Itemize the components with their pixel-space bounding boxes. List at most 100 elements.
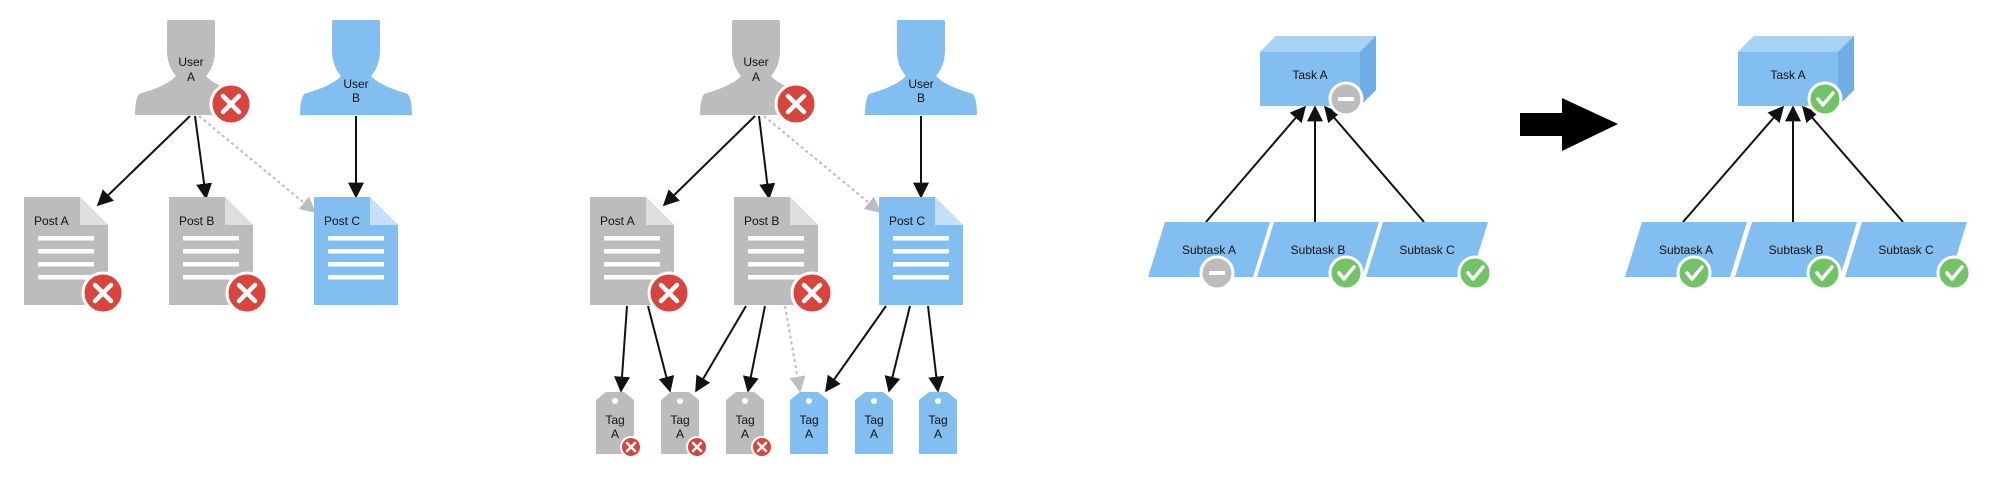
post-c-node: Post C bbox=[314, 197, 398, 305]
check-badge-subtask-b bbox=[1806, 255, 1842, 291]
tag-icon bbox=[726, 392, 764, 454]
edge-subtask-c-task bbox=[1801, 105, 1904, 223]
error-badge-post-a bbox=[81, 271, 125, 315]
edge-subtask-c-task bbox=[1323, 105, 1425, 223]
tag-icon bbox=[661, 392, 699, 454]
edge-post-c-tag-6 bbox=[927, 305, 945, 393]
user-b-label-1: User bbox=[908, 77, 933, 91]
user-a-label-1: User bbox=[743, 55, 768, 69]
tag-label-1: Tag bbox=[864, 413, 883, 427]
post-a-label: Post A bbox=[600, 214, 635, 228]
neutral-badge-task-a bbox=[1328, 81, 1364, 117]
error-badge-tag-3 bbox=[751, 436, 773, 458]
post-a-node: Post A bbox=[590, 197, 674, 305]
edge-post-b-tag-2 bbox=[695, 305, 747, 393]
edge-user-a-post-b bbox=[758, 115, 776, 200]
tag-label-1: Tag bbox=[799, 413, 818, 427]
post-a-node: Post A bbox=[24, 197, 108, 305]
neutral-badge-subtask-a bbox=[1199, 255, 1235, 291]
task-a-label: Task A bbox=[1292, 68, 1327, 82]
task-a-label: Task A bbox=[1770, 68, 1805, 82]
subtask-c-node: Subtask C bbox=[1845, 222, 1967, 277]
error-badge-post-b bbox=[790, 271, 834, 315]
error-badge-user-a bbox=[774, 82, 818, 126]
subtask-b-label: Subtask B bbox=[1291, 243, 1346, 257]
edge-user-a-post-b bbox=[194, 115, 213, 200]
post-c-label: Post C bbox=[889, 214, 925, 228]
edge-post-b-tag-3 bbox=[742, 305, 766, 393]
error-badge-post-b bbox=[225, 271, 269, 315]
person-icon bbox=[300, 20, 412, 115]
edge-user-a-post-c-dotted bbox=[763, 115, 882, 214]
tag-node-2: Tag A bbox=[661, 392, 699, 454]
edge-post-c-tag-5 bbox=[884, 305, 911, 393]
tag-icon bbox=[919, 392, 957, 454]
tag-node-4: Tag A bbox=[790, 392, 828, 454]
tag-node-6: Tag A bbox=[919, 392, 957, 454]
tag-label-2: A bbox=[805, 427, 813, 441]
tag-node-5: Tag A bbox=[855, 392, 893, 454]
subtask-a-label: Subtask A bbox=[1659, 243, 1713, 257]
tag-label-1: Tag bbox=[735, 413, 754, 427]
tag-node-3: Tag A bbox=[726, 392, 764, 454]
error-badge-post-a bbox=[647, 271, 691, 315]
tag-label-2: A bbox=[934, 427, 942, 441]
error-badge-user-a bbox=[209, 82, 253, 126]
error-badge-tag-2 bbox=[686, 436, 708, 458]
tag-label-2: A bbox=[741, 427, 749, 441]
post-b-label: Post B bbox=[179, 214, 214, 228]
tag-icon bbox=[790, 392, 828, 454]
subtask-c-label: Subtask C bbox=[1399, 243, 1455, 257]
user-a-label-1: User bbox=[178, 55, 203, 69]
user-a-label-2: A bbox=[752, 70, 760, 84]
tag-label-1: Tag bbox=[670, 413, 689, 427]
user-b-node: User B bbox=[300, 20, 412, 115]
right-arrow-icon bbox=[1520, 98, 1618, 151]
check-badge-subtask-c bbox=[1457, 255, 1493, 291]
edge-post-c-tag-4 bbox=[825, 305, 887, 393]
tag-label-2: A bbox=[870, 427, 878, 441]
user-b-label-2: B bbox=[352, 91, 360, 105]
parallelogram-shape bbox=[1366, 222, 1488, 277]
post-c-node: Post C bbox=[879, 197, 963, 305]
diagram-1: User A User B Post A Post B bbox=[24, 20, 412, 315]
user-b-node: User B bbox=[865, 20, 977, 115]
diagram-4: Task A Subtask A Subtask B Subtask C bbox=[1625, 36, 1972, 291]
tag-label-1: Tag bbox=[928, 413, 947, 427]
edge-user-a-post-a bbox=[662, 115, 756, 207]
edge-post-a-tag-2 bbox=[647, 305, 675, 393]
subtask-a-node: Subtask A bbox=[1625, 222, 1747, 277]
edge-user-a-post-a bbox=[96, 115, 191, 207]
person-icon bbox=[865, 20, 977, 115]
parallelogram-shape bbox=[1625, 222, 1747, 277]
tag-icon bbox=[855, 392, 893, 454]
user-b-label-1: User bbox=[343, 77, 368, 91]
post-a-label: Post A bbox=[34, 214, 69, 228]
error-badge-tag-1 bbox=[620, 436, 642, 458]
diagram-3: Task A Subtask A Subtask B Subtask C bbox=[1148, 36, 1493, 291]
user-a-label-2: A bbox=[187, 70, 195, 84]
check-badge-task-a bbox=[1807, 81, 1843, 117]
check-badge-subtask-a bbox=[1676, 255, 1712, 291]
subtask-c-node: Subtask C bbox=[1366, 222, 1488, 277]
subtask-a-label: Subtask A bbox=[1182, 243, 1236, 257]
tag-label-1: Tag bbox=[605, 413, 624, 427]
edge-post-a-tag-1 bbox=[614, 305, 630, 393]
subtask-a-node: Subtask A bbox=[1148, 222, 1270, 277]
diagram-2: User A User B Post A Post B bbox=[590, 20, 977, 458]
check-badge-subtask-c bbox=[1936, 255, 1972, 291]
subtask-b-label: Subtask B bbox=[1769, 243, 1824, 257]
post-c-label: Post C bbox=[324, 214, 360, 228]
edge-user-a-post-c-dotted bbox=[198, 115, 317, 214]
edge-post-b-tag-4-dotted bbox=[784, 305, 806, 393]
parallelogram-shape bbox=[1845, 222, 1967, 277]
user-b-label-2: B bbox=[917, 91, 925, 105]
tag-label-2: A bbox=[676, 427, 684, 441]
subtask-c-label: Subtask C bbox=[1878, 243, 1934, 257]
tag-label-2: A bbox=[611, 427, 619, 441]
edge-subtask-a-task bbox=[1205, 105, 1307, 223]
post-b-label: Post B bbox=[744, 214, 779, 228]
parallelogram-shape bbox=[1148, 222, 1270, 277]
edge-subtask-a-task bbox=[1682, 105, 1785, 223]
